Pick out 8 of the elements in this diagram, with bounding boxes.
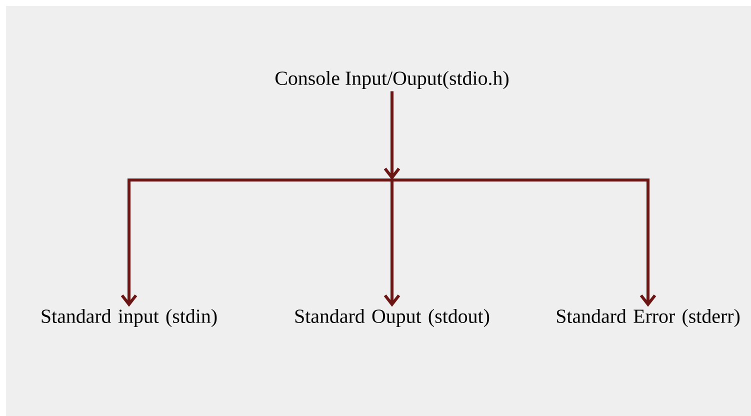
output-label: Standard input (stdin) xyxy=(42,308,217,328)
heading-text: Console Input/Ouput(stdio.h) xyxy=(275,70,508,90)
arrow xyxy=(384,91,400,180)
arrow xyxy=(392,178,656,307)
output-label: Standard Error (stderr) xyxy=(556,308,740,328)
arrow xyxy=(120,178,392,307)
output-label: Standard Ouput (stdout) xyxy=(295,308,490,328)
arrow xyxy=(384,180,400,307)
